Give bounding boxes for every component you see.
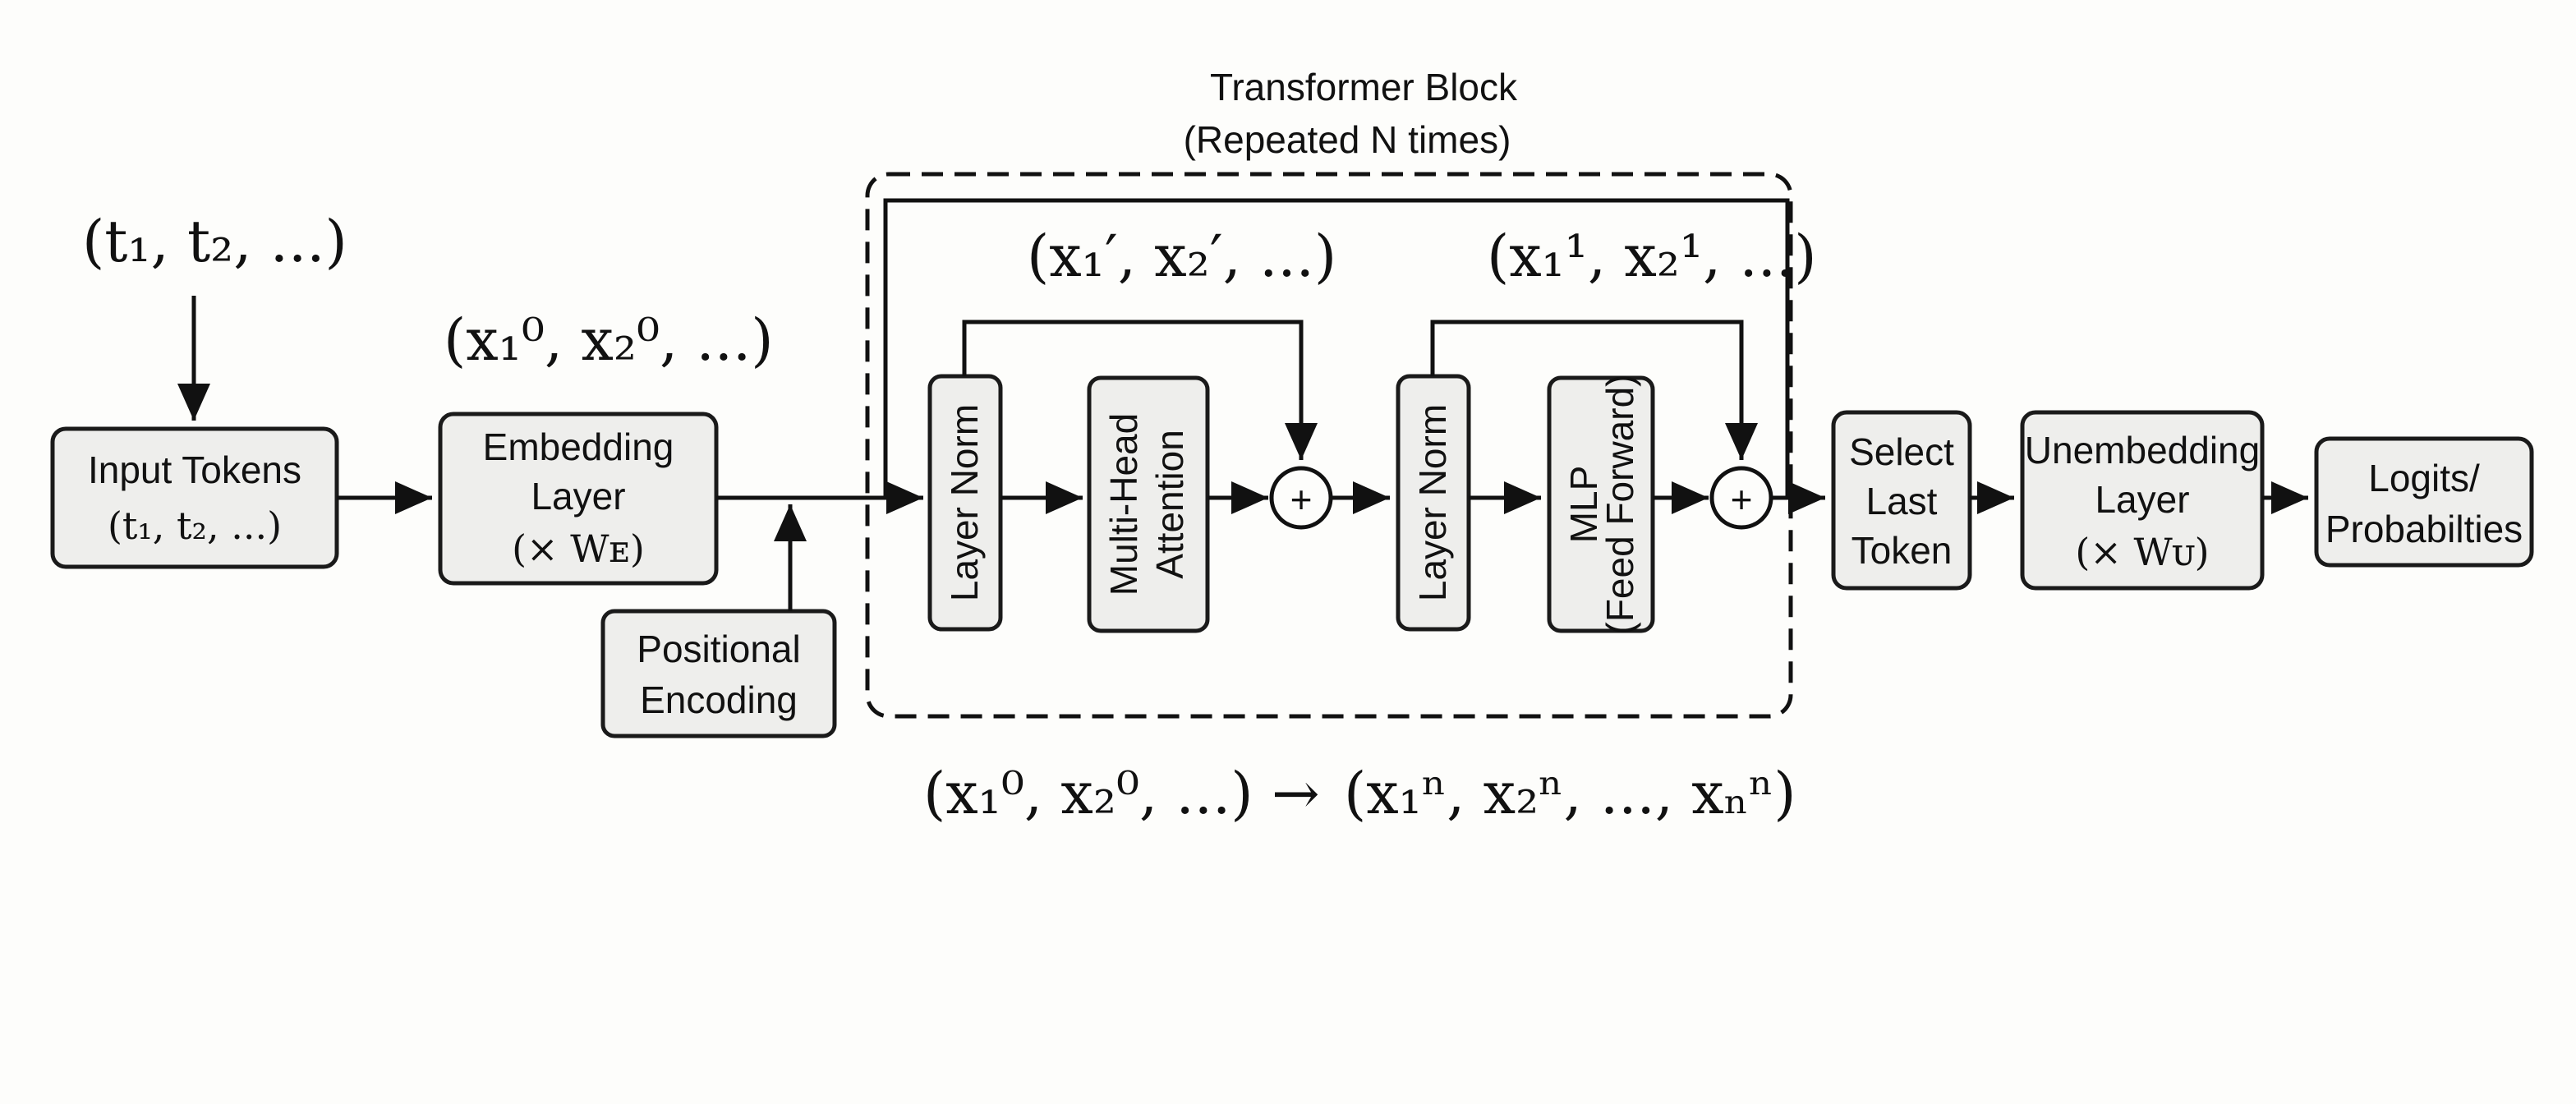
logits-title: Logits/ — [2368, 457, 2480, 499]
plus-icon: + — [1290, 478, 1313, 521]
outer-skip-connection — [883, 198, 1790, 498]
residual-1 — [962, 320, 1318, 460]
unembedding-weight: (× Wᴜ) — [2075, 530, 2209, 574]
positional-sub: Encoding — [640, 678, 798, 721]
add-node-1: + — [1269, 466, 1333, 530]
positional-title: Positional — [637, 628, 800, 670]
embedding-sub: Layer — [531, 475, 625, 518]
x0-sequence-label: (x₁⁰, x₂⁰, ...) — [444, 306, 774, 374]
select-sub2: Token — [1852, 529, 1953, 572]
unembedding-node: Unembedding Layer (× Wᴜ) — [2020, 410, 2265, 591]
logits-node: Logits/ Probabilties — [2314, 436, 2534, 568]
embedding-title: Embedding — [483, 426, 674, 468]
layer-norm-1-label: Layer Norm — [943, 404, 986, 601]
x1-sequence-label: (x₁¹, x₂¹, ...) — [1487, 223, 1817, 290]
select-sub: Last — [1866, 480, 1938, 522]
layer-norm-2-node: Layer Norm — [1396, 374, 1471, 632]
layer-norm-1-node: Layer Norm — [927, 374, 1003, 632]
unembedding-sub: Layer — [2095, 478, 2189, 521]
transformer-block-frame — [865, 172, 1793, 719]
mlp-sub: (Feed Forward) — [1598, 375, 1641, 635]
input-tokens-node: Input Tokens (t₁, t₂, ...) — [50, 426, 339, 569]
bottom-input-seq: (x₁⁰, x₂⁰, ...) — [923, 760, 1254, 827]
input-tokens-title: Input Tokens — [88, 448, 301, 491]
attention-title: Multi-Head — [1102, 413, 1145, 596]
input-sequence-label: (t₁, t₂, ...) — [82, 208, 347, 275]
attention-sub: Attention — [1148, 430, 1191, 579]
positional-encoding-node: Positional Encoding — [600, 609, 837, 738]
add-node-2: + — [1709, 466, 1773, 530]
logits-sub: Probabilties — [2325, 508, 2523, 550]
select-title: Select — [1849, 430, 1954, 473]
embedding-node: Embedding Layer (× Wᴇ) — [438, 412, 719, 586]
residual-2 — [1430, 320, 1758, 460]
transformer-block-subtitle: (Repeated N times) — [1184, 118, 1511, 161]
unembedding-title: Unembedding — [2025, 429, 2260, 472]
embedding-weight: (× Wᴇ) — [512, 527, 645, 571]
mlp-node: MLP (Feed Forward) — [1547, 375, 1655, 635]
bottom-output-seq: (x₁ⁿ, x₂ⁿ, ..., xₙⁿ) — [1344, 760, 1796, 827]
mlp-title: MLP — [1562, 466, 1605, 544]
layer-norm-2-label: Layer Norm — [1411, 404, 1454, 601]
transformer-block-title: Transformer Block — [1210, 66, 1518, 108]
plus-icon: + — [1731, 478, 1753, 521]
select-last-token-node: Select Last Token — [1831, 410, 1972, 591]
bottom-arrow: → — [1272, 760, 1320, 827]
input-tokens-sub: (t₁, t₂, ...) — [108, 504, 282, 548]
attention-node: Multi-Head Attention — [1087, 375, 1210, 633]
xprime-sequence-label: (x₁′, x₂′, ...) — [1027, 223, 1336, 290]
